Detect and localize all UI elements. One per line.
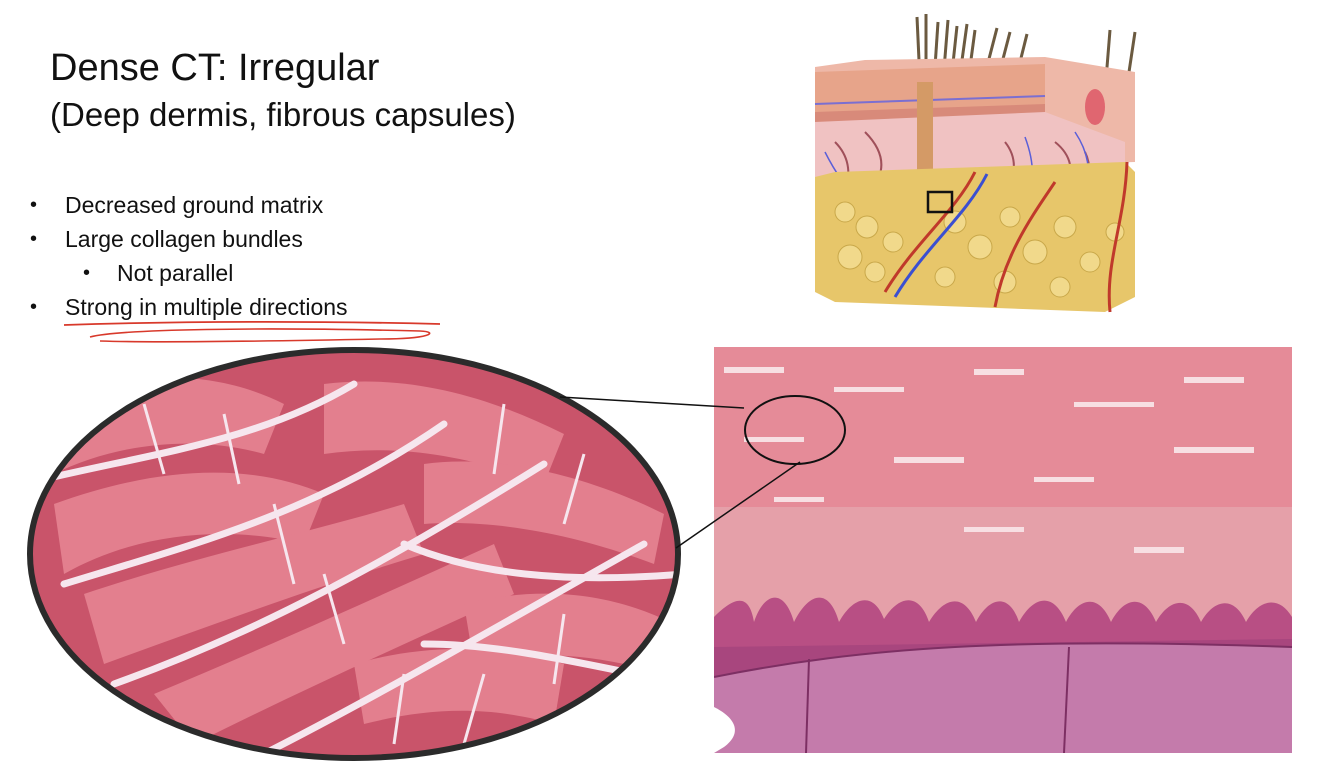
slide-title: Dense CT: Irregular <box>50 47 380 89</box>
bullet-item: Large collagen bundles <box>28 222 508 256</box>
bullet-list: Decreased ground matrix Large collagen b… <box>28 188 508 324</box>
bullet-item: Decreased ground matrix <box>28 188 508 222</box>
slide-subtitle: (Deep dermis, fibrous capsules) <box>50 96 516 133</box>
bullet-item: Strong in multiple directions <box>28 290 508 324</box>
handwritten-underline <box>63 320 441 343</box>
sub-bullet-item: Not parallel <box>28 256 508 290</box>
skin-cross-section-illustration <box>814 14 1137 313</box>
histology-micrograph <box>714 347 1292 753</box>
magnified-collagen-view <box>27 347 681 761</box>
